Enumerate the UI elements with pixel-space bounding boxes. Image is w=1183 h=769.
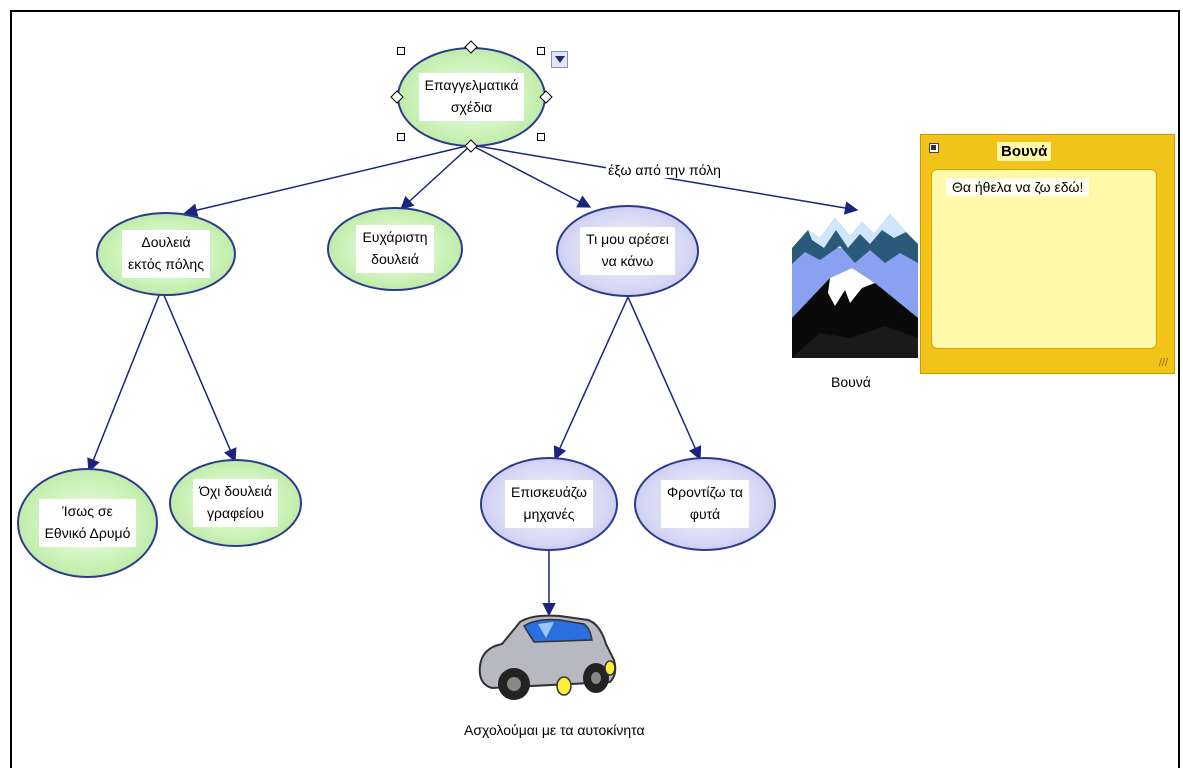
node-work-outside-city[interactable]: Δουλειά εκτός πόλης [96, 212, 236, 296]
canvas-frame [10, 10, 1180, 768]
selection-handle-bottom-left[interactable] [397, 133, 405, 141]
node-no-office-work[interactable]: Όχι δουλειά γραφείου [169, 459, 302, 547]
selection-handle-bottom-right[interactable] [537, 133, 545, 141]
link-label-outside-city[interactable]: έξω από την πόλη [606, 162, 723, 178]
connector-ti-episkeuazo[interactable] [553, 296, 629, 461]
connector-root-douleia[interactable] [183, 144, 472, 217]
connector-root-eyxaristi[interactable] [400, 144, 472, 210]
connector-ti-frontizo[interactable] [627, 296, 702, 461]
car-icon[interactable] [472, 608, 622, 708]
note-icon[interactable] [929, 143, 939, 153]
node-maybe-national-park[interactable]: Ίσως σε Εθνικό Δρυμό [17, 468, 158, 578]
selection-handle-top-left[interactable] [397, 47, 405, 55]
node-label: Ίσως σε Εθνικό Δρυμό [38, 499, 137, 547]
sticky-note[interactable]: Βουνά Θα ήθελα να ζω εδώ! /// [920, 134, 1175, 374]
connector-douleia-isos[interactable] [87, 292, 161, 473]
node-pleasant-work[interactable]: Ευχάριστη δουλειά [327, 207, 463, 291]
node-what-i-like-to-do[interactable]: Τι μου αρέσει να κάνω [556, 205, 699, 297]
node-options-dropdown-button[interactable] [551, 51, 568, 68]
chevron-down-icon [554, 56, 565, 63]
resize-grip-icon[interactable]: /// [1158, 357, 1168, 369]
connector-douleia-oxi[interactable] [162, 292, 237, 463]
selection-handle-top-right[interactable] [537, 47, 545, 55]
mountain-icon[interactable] [790, 208, 920, 358]
node-label: Επισκευάζω μηχανές [505, 480, 593, 528]
node-repair-engines[interactable]: Επισκευάζω μηχανές [480, 457, 618, 551]
node-label: Όχι δουλειά γραφείου [193, 479, 278, 527]
node-care-for-plants[interactable]: Φροντίζω τα φυτά [634, 457, 776, 551]
node-label: Τι μου αρέσει να κάνω [580, 227, 675, 275]
connector-root-ti-mou-aresei[interactable] [470, 144, 592, 208]
note-body[interactable]: Θα ήθελα να ζω εδώ! [931, 169, 1157, 349]
node-root-professional-plans[interactable]: Επαγγελματικά σχέδια [397, 47, 546, 147]
node-label: Δουλειά εκτός πόλης [122, 230, 210, 278]
note-title: Βουνά [997, 142, 1052, 161]
mountain-caption: Βουνά [831, 374, 871, 390]
node-label: Ευχάριστη δουλειά [356, 225, 434, 273]
node-label: Φροντίζω τα φυτά [660, 480, 750, 528]
node-root-label: Επαγγελματικά σχέδια [418, 73, 525, 121]
note-text: Θα ήθελα να ζω εδώ! [946, 178, 1090, 196]
car-caption: Ασχολούμαι με τα αυτοκίνητα [464, 722, 645, 738]
